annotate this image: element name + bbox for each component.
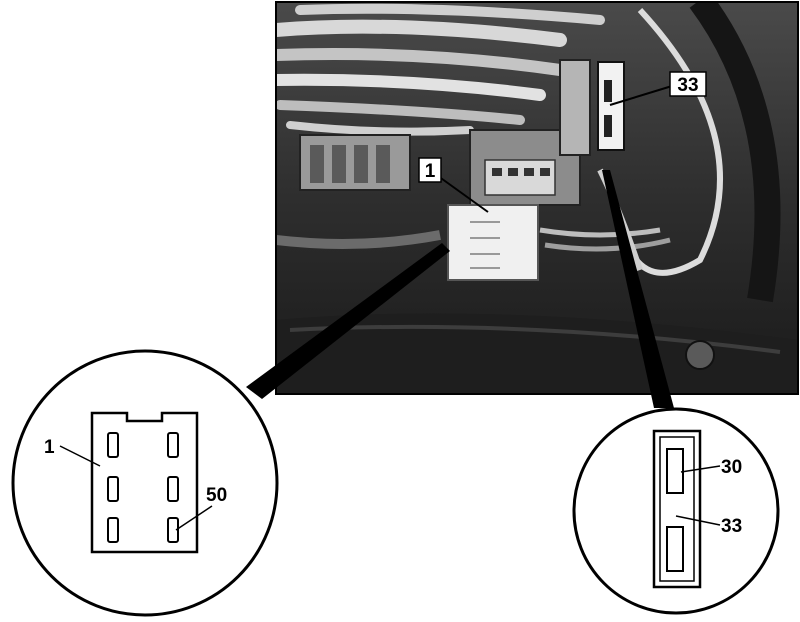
detail-label-1: 1 <box>44 437 55 458</box>
lower-panel <box>276 313 798 394</box>
engine-bay-photo <box>276 2 798 394</box>
leader-wedge-left <box>246 243 450 399</box>
callout-label-1: 1 <box>425 161 436 182</box>
callout-33-photo: 33 <box>609 71 707 106</box>
detail-label-50: 50 <box>206 485 227 506</box>
detail-circle-right: 30 33 <box>572 407 780 615</box>
pin <box>167 517 179 543</box>
pin <box>107 517 119 543</box>
grommet <box>685 340 715 370</box>
corrugated-conduit <box>689 2 781 303</box>
pin <box>167 476 179 502</box>
white-connector-photo <box>447 204 539 281</box>
callout-1-photo: 1 <box>418 157 489 213</box>
terminal-slot-33 <box>666 526 684 572</box>
connector-pins <box>107 432 179 543</box>
wire-bundle-top <box>276 3 605 136</box>
leader-wedge-right <box>602 170 674 408</box>
pin <box>167 432 179 458</box>
detail-label-30: 30 <box>721 457 742 478</box>
callout-label-33: 33 <box>677 75 698 96</box>
terminal-slot-30 <box>666 448 684 494</box>
pin <box>107 476 119 502</box>
fuse-block <box>299 134 411 191</box>
detail-label-33: 33 <box>721 516 742 537</box>
detail-circle-left: 1 50 <box>11 349 279 617</box>
relay-socket-photo <box>559 59 625 156</box>
pin <box>107 432 119 458</box>
